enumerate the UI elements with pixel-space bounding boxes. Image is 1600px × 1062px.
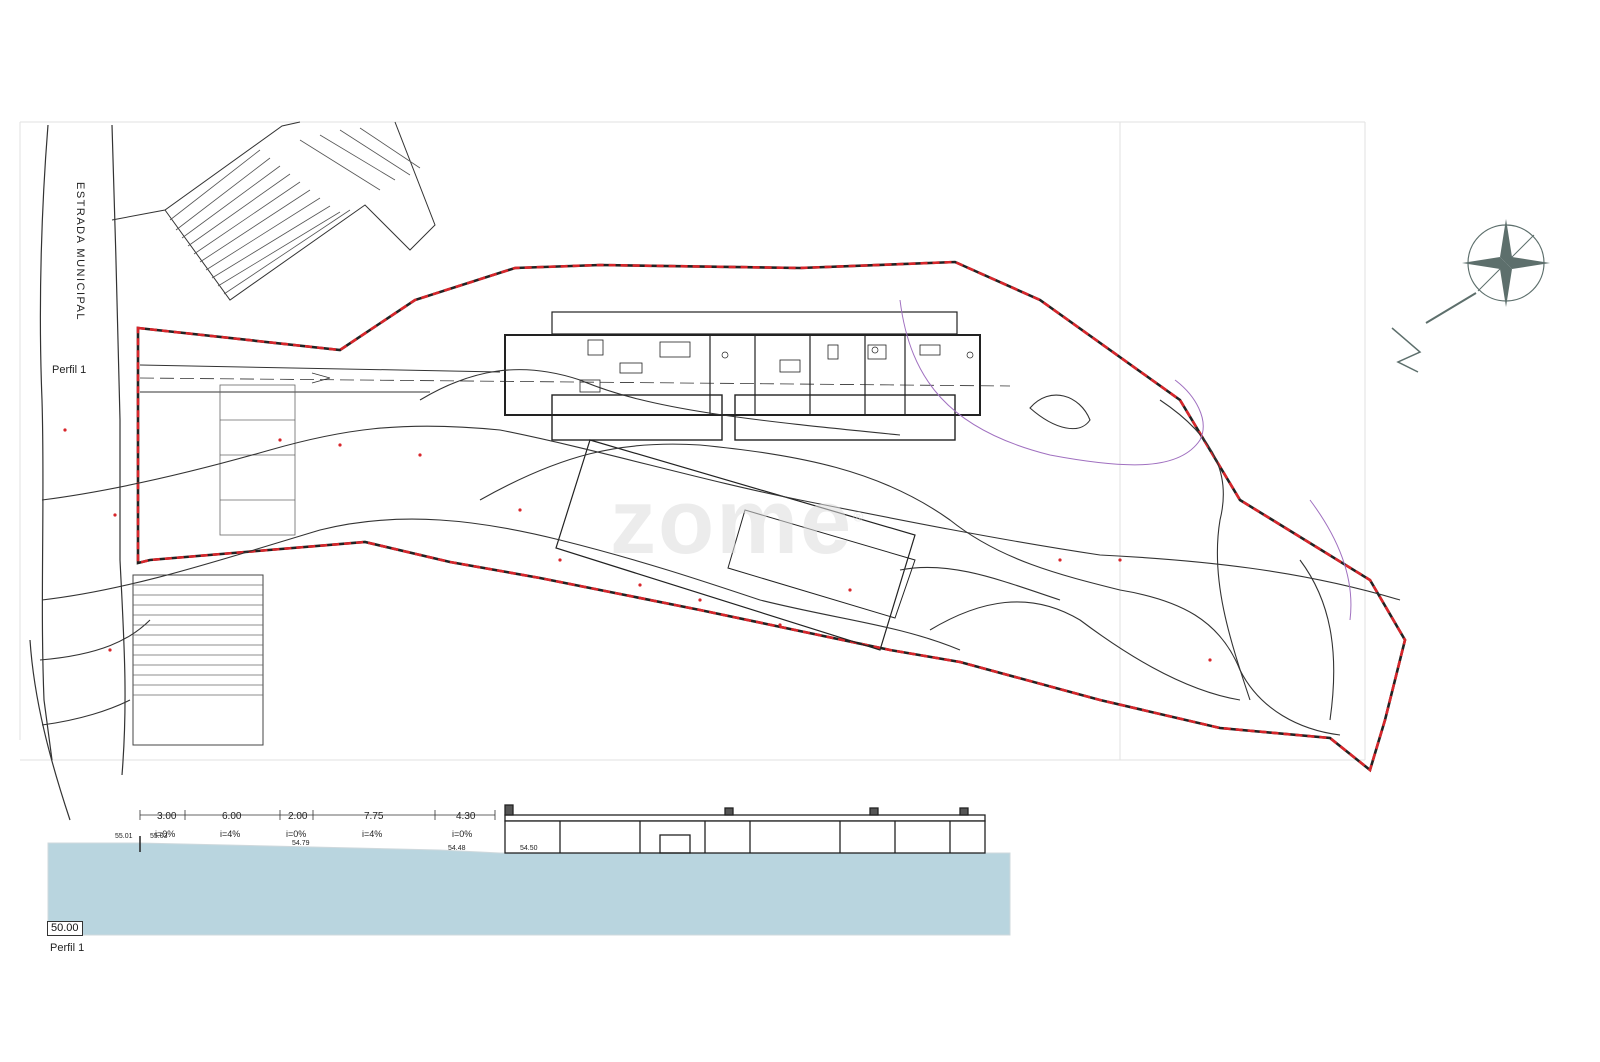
road-edges (29, 124, 126, 821)
watermark-logo: zome® (610, 471, 866, 573)
survey-points (63, 428, 1212, 662)
slope-2: i=4% (220, 829, 241, 839)
level-4: 54.48 (448, 845, 466, 852)
contour-lines (39, 369, 1401, 736)
datum-level: 50.00 (47, 921, 83, 936)
dimension-5: 4.30 (456, 811, 476, 822)
level-1: 55.01 (115, 833, 133, 840)
north-letter-icon (1391, 327, 1422, 373)
house-plan (504, 311, 981, 441)
neighbour-plot-bottom (132, 574, 264, 746)
level-2: 55.03 (150, 833, 168, 840)
dimension-1: 3.00 (157, 811, 177, 822)
compass-rose-icon (1425, 219, 1550, 324)
section-profile (47, 804, 1011, 936)
slope-5: i=0% (452, 829, 473, 839)
section-cut-label: Perfil 1 (52, 364, 87, 376)
property-boundary-red (136, 260, 1407, 773)
parking-area (219, 384, 296, 536)
contour-purple (899, 299, 1204, 466)
contour-purple-2 (1309, 499, 1352, 621)
neighbour-plot-top (111, 121, 436, 301)
dimension-2: 6.00 (222, 811, 242, 822)
road-label: ESTRADA MUNICIPAL (74, 182, 86, 321)
section-title: Perfil 1 (50, 942, 85, 954)
pool (555, 439, 916, 651)
dimension-4: 7.75 (364, 811, 384, 822)
slope-1: i=0% (155, 829, 176, 839)
level-5: 54.50 (520, 845, 538, 852)
dimension-3: 2.00 (288, 811, 308, 822)
slope-3: i=0% (286, 829, 307, 839)
level-3: 54.79 (292, 840, 310, 847)
sheet-seams (19, 121, 1366, 761)
slope-4: i=4% (362, 829, 383, 839)
